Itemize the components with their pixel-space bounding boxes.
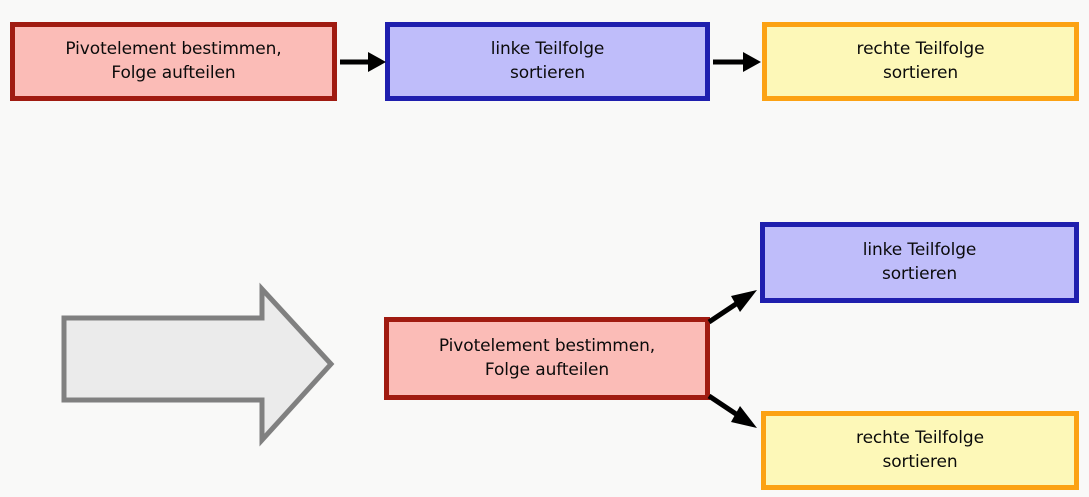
- node-sequential-left[interactable]: linke Teilfolge sortieren: [385, 22, 710, 101]
- node-label: Pivotelement bestimmen, Folge aufteilen: [438, 336, 656, 380]
- parallelisierung-label: Parallelisierung: [70, 338, 270, 390]
- node-label: rechte Teilfolge sortieren: [856, 39, 985, 83]
- arrow-sequential-2: [713, 52, 761, 72]
- node-label: Pivotelement bestimmen, Folge aufteilen: [65, 39, 282, 83]
- node-parallel-left[interactable]: linke Teilfolge sortieren: [760, 222, 1079, 303]
- arrow-parallel-bottom: [707, 393, 757, 428]
- node-parallel-pivot[interactable]: Pivotelement bestimmen, Folge aufteilen: [384, 317, 710, 400]
- node-label: linke Teilfolge sortieren: [862, 240, 977, 284]
- node-label: rechte Teilfolge sortieren: [856, 428, 984, 472]
- node-parallel-right[interactable]: rechte Teilfolge sortieren: [761, 411, 1079, 490]
- node-label: linke Teilfolge sortieren: [490, 39, 605, 83]
- node-sequential-pivot[interactable]: Pivotelement bestimmen, Folge aufteilen: [10, 22, 337, 101]
- arrow-parallel-top: [707, 290, 757, 325]
- node-sequential-right[interactable]: rechte Teilfolge sortieren: [762, 22, 1079, 101]
- arrow-sequential-1: [340, 52, 386, 72]
- parallelisierung-text: Parallelisierung: [105, 353, 235, 374]
